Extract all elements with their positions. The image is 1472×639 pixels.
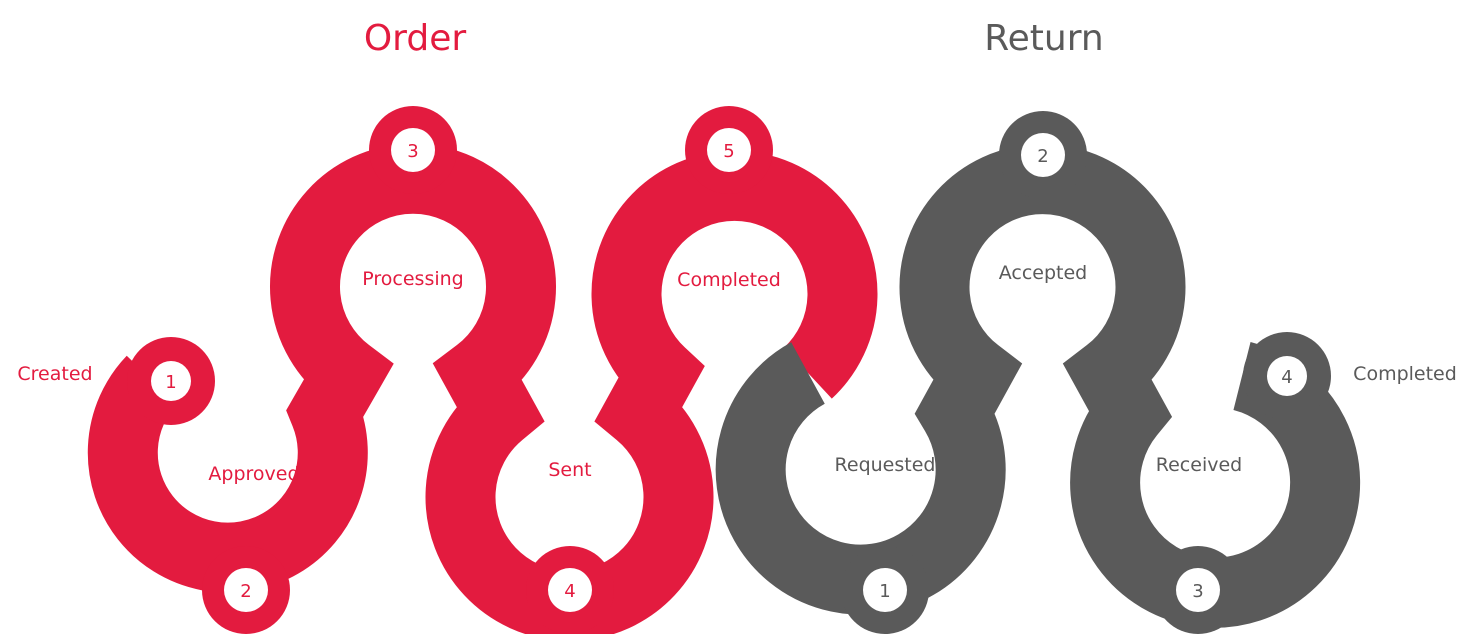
svg-text:5: 5: [723, 141, 734, 162]
svg-text:1: 1: [165, 372, 176, 393]
svg-text:4: 4: [564, 581, 575, 602]
svg-text:3: 3: [1192, 581, 1203, 602]
svg-text:3: 3: [407, 141, 418, 162]
return-step-1-marker: 1: [841, 546, 929, 634]
return-title: Return: [984, 18, 1103, 59]
order-step-5-label: Completed: [677, 269, 781, 291]
order-title: Order: [364, 18, 467, 59]
order-step-3-label: Processing: [362, 268, 463, 290]
return-step-4-label: Completed: [1353, 363, 1457, 385]
return-step-3-label: Received: [1156, 454, 1242, 476]
return-step-1-label: Requested: [835, 454, 936, 476]
svg-text:4: 4: [1281, 367, 1292, 388]
order-wave-band: [87, 143, 878, 639]
return-step-2-label: Accepted: [999, 262, 1088, 284]
svg-text:1: 1: [879, 581, 890, 602]
svg-text:2: 2: [240, 581, 251, 602]
order-step-5-marker: 5: [685, 106, 773, 194]
order-step-4-marker: 4: [526, 546, 614, 634]
order-step-2-label: Approved: [208, 463, 299, 485]
order-step-4-label: Sent: [548, 459, 591, 481]
order-step-1-marker: 1: [127, 337, 215, 425]
return-step-4-marker: 4: [1243, 332, 1331, 420]
return-step-3-marker: 3: [1154, 546, 1242, 634]
order-step-2-marker: 2: [202, 546, 290, 634]
svg-text:2: 2: [1037, 146, 1048, 167]
return-step-2-marker: 2: [999, 111, 1087, 199]
order-step-3-marker: 3: [369, 106, 457, 194]
order-step-1-label: Created: [17, 363, 92, 385]
